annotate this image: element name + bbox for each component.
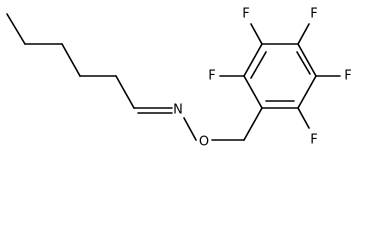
ch2-ring-bond bbox=[243, 107, 263, 141]
fluorine-atom-label-top-right: F bbox=[310, 7, 317, 22]
ring-bond-5 bbox=[297, 75, 317, 109]
n-o-bond bbox=[183, 117, 197, 141]
cf-bond-top-right bbox=[297, 23, 310, 45]
fluorine-atom-label-left: F bbox=[208, 69, 215, 84]
cf-bond-bottom-right bbox=[297, 107, 310, 129]
ring-double-bond-b bbox=[296, 51, 311, 75]
carbon-fluorine-bonds bbox=[219, 23, 341, 129]
chain-bond-3 bbox=[61, 43, 81, 77]
ring-bond-4 bbox=[297, 43, 317, 77]
chain-bond-1 bbox=[6, 13, 26, 45]
fluorine-atom-label-top-left: F bbox=[242, 7, 249, 22]
ring-double-bond-a bbox=[250, 51, 267, 79]
fluorine-atom-label-right: F bbox=[344, 69, 351, 84]
pentafluorophenyl-ring bbox=[243, 43, 317, 109]
oxygen-atom-label: O bbox=[199, 135, 209, 150]
ring-bond-2 bbox=[243, 43, 263, 77]
cf-bond-top-left bbox=[250, 23, 263, 45]
imine-double-bond bbox=[133, 107, 173, 114]
chemical-structure-diagram: N O F F F F F bbox=[6, 7, 352, 150]
fluorine-atom-label-bottom-right: F bbox=[310, 133, 317, 148]
nitrogen-atom-label: N bbox=[173, 103, 183, 118]
ring-bond-1 bbox=[243, 75, 263, 109]
alkyl-chain bbox=[6, 13, 135, 109]
chain-bond-5 bbox=[115, 75, 135, 109]
